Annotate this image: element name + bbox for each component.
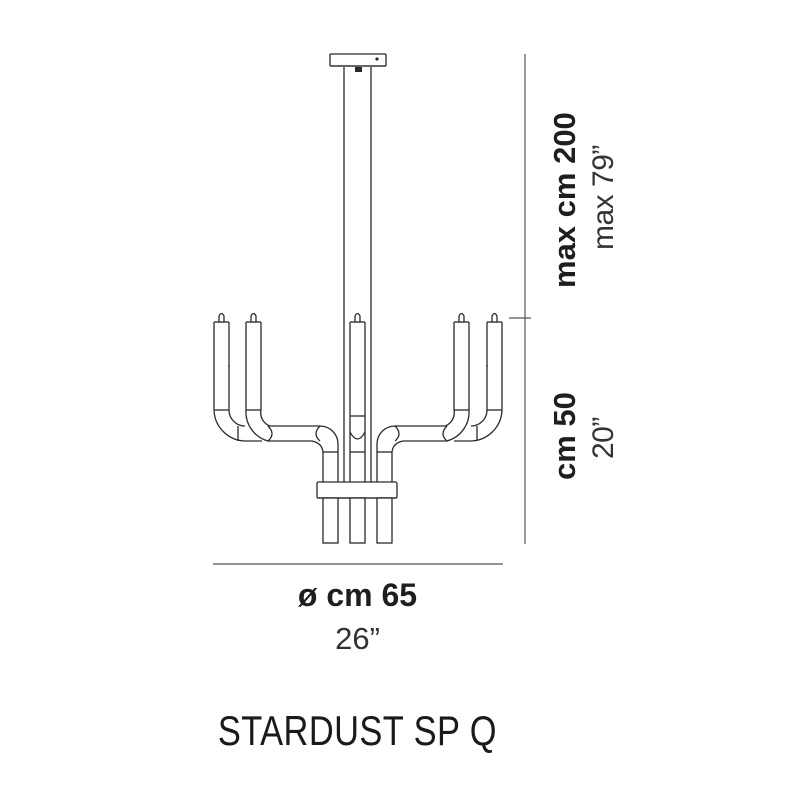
diameter-metric-label: ø cm 65 <box>297 577 418 613</box>
ceiling-canopy <box>329 53 387 72</box>
left-outer-tube <box>213 312 262 442</box>
max-height-metric-label: max cm 200 <box>547 112 582 288</box>
product-name: STARDUST SP Q <box>217 707 497 754</box>
center-tube <box>349 312 366 484</box>
max-height-imperial-label: max 79” <box>587 145 620 250</box>
lower-tubes <box>322 497 393 544</box>
dimension-lines <box>213 54 531 565</box>
suspension-rods <box>343 67 372 484</box>
diameter-imperial-label: 26” <box>335 621 380 656</box>
right-inner-tube <box>376 312 470 484</box>
collar-ring <box>316 481 398 499</box>
left-inner-tube <box>245 312 339 484</box>
right-outer-tube <box>454 312 503 442</box>
body-height-imperial-label: 20” <box>587 417 620 459</box>
body-height-metric-label: cm 50 <box>547 392 582 480</box>
